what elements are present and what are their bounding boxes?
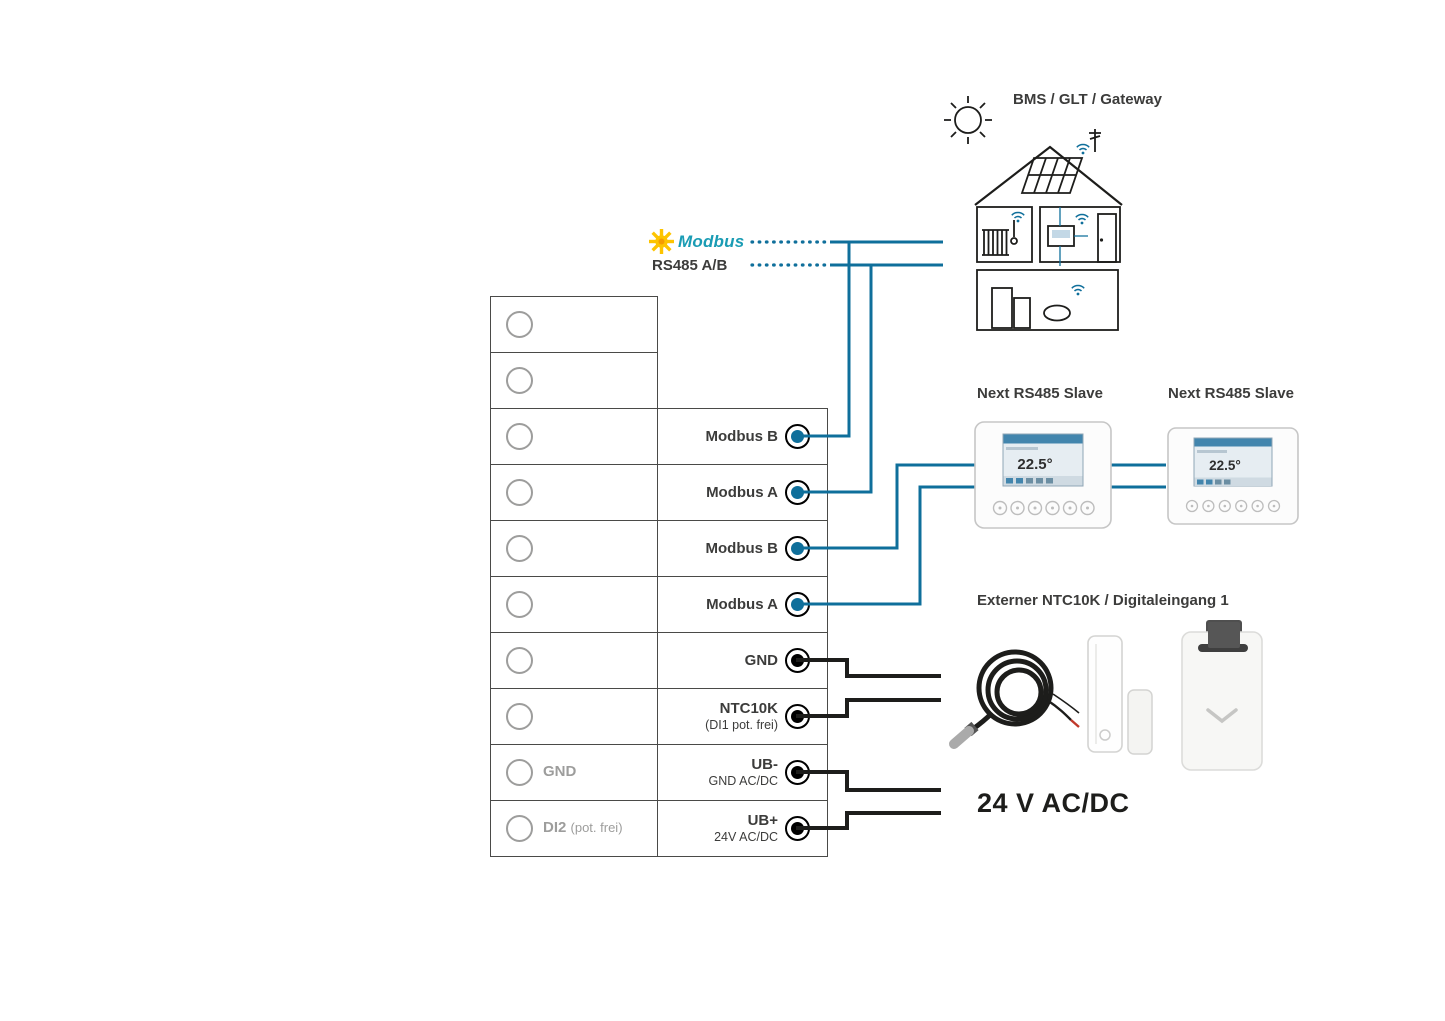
terminal-left-sublabel-di2: (pot. frei) bbox=[570, 820, 623, 836]
terminal-sublabel: GND AC/DC bbox=[708, 774, 778, 789]
terminal-row-left-5 bbox=[490, 520, 658, 577]
modbus-logo-text: Modbus bbox=[678, 231, 745, 251]
terminal-label: UB- bbox=[751, 756, 778, 774]
terminal-dot-modbus-a-2 bbox=[785, 592, 810, 617]
terminal-left-label-di2: DI2 bbox=[543, 819, 567, 837]
terminal-row-left-7 bbox=[490, 632, 658, 689]
terminal-row-modbus-a-2: Modbus A bbox=[657, 576, 828, 633]
thermostat-screen bbox=[1002, 433, 1084, 487]
sensors-label: Externer NTC10K / Digitaleingang 1 bbox=[977, 592, 1229, 609]
door-contact-sensor-icon bbox=[1087, 635, 1153, 755]
key-card-icon bbox=[1208, 622, 1240, 648]
terminal-label: GND bbox=[744, 651, 778, 669]
boiler-icon bbox=[991, 287, 1013, 329]
sensor-illustrations bbox=[949, 620, 1263, 771]
terminal-row-left-1 bbox=[490, 296, 658, 353]
house-outline bbox=[974, 129, 1123, 331]
terminal-row-ub-minus: UB- GND AC/DC bbox=[657, 744, 828, 801]
modbus-gear-icon bbox=[649, 229, 674, 254]
radiator-icon bbox=[982, 229, 1009, 256]
wifi-icon bbox=[1076, 143, 1090, 155]
screw-terminal-icon bbox=[506, 759, 533, 786]
screw-terminal-icon bbox=[506, 703, 533, 730]
room-controller-icon bbox=[1047, 225, 1075, 247]
terminal-label: NTC10K bbox=[719, 700, 778, 718]
terminal-row-left-2 bbox=[490, 352, 658, 409]
terminal-label: Modbus A bbox=[706, 483, 778, 501]
building-illustration bbox=[944, 96, 1123, 331]
key-card-holder-icon bbox=[1181, 620, 1263, 771]
terminal-sublabel: 24V AC/DC bbox=[714, 830, 778, 845]
rs485-label: RS485 A/B bbox=[652, 257, 728, 274]
touch-button-icons bbox=[992, 500, 1095, 516]
slave2-label: Next RS485 Slave bbox=[1168, 385, 1294, 402]
slave1-label: Next RS485 Slave bbox=[977, 385, 1103, 402]
thermostat-screen bbox=[1193, 437, 1273, 487]
terminal-dot-modbus-b-2 bbox=[785, 536, 810, 561]
terminal-dot-gnd bbox=[785, 648, 810, 673]
terminal-row-ntc10k: NTC10K (DI1 pot. frei) bbox=[657, 688, 828, 745]
modbus-logo: Modbus bbox=[648, 228, 744, 255]
screw-terminal-icon bbox=[506, 647, 533, 674]
terminal-row-ub-plus: UB+ 24V AC/DC bbox=[657, 800, 828, 857]
thermostat-temperature: 22.5° bbox=[1017, 456, 1052, 473]
terminal-row-left-8 bbox=[490, 688, 658, 745]
screw-terminal-icon bbox=[506, 423, 533, 450]
solar-panel-icon bbox=[1020, 157, 1084, 194]
terminal-dot-ub-minus bbox=[785, 760, 810, 785]
weather-station-icon bbox=[1089, 129, 1101, 152]
wifi-icon bbox=[1071, 284, 1085, 296]
screw-terminal-icon bbox=[506, 815, 533, 842]
terminal-row-modbus-a-1: Modbus A bbox=[657, 464, 828, 521]
terminal-row-left-6 bbox=[490, 576, 658, 633]
thermostat-temperature: 22.5° bbox=[1209, 458, 1241, 473]
thermostat-device-1: 22.5° bbox=[974, 421, 1112, 529]
terminal-dot-ntc10k bbox=[785, 704, 810, 729]
thermometer-icon bbox=[1010, 237, 1018, 245]
door-icon bbox=[1097, 213, 1117, 263]
sun-icon bbox=[944, 96, 992, 144]
bms-label: BMS / GLT / Gateway bbox=[1013, 91, 1162, 108]
wifi-icon bbox=[1075, 213, 1089, 225]
gateway-device-icon bbox=[1043, 304, 1071, 322]
terminal-label: UB+ bbox=[747, 812, 778, 830]
supply-voltage-label: 24 V AC/DC bbox=[977, 788, 1130, 818]
terminal-label: Modbus A bbox=[706, 595, 778, 613]
wifi-icon bbox=[1011, 211, 1025, 223]
terminal-sublabel: (DI1 pot. frei) bbox=[705, 718, 778, 733]
thermostat-device-2: 22.5° bbox=[1167, 427, 1299, 525]
terminal-row-left-gnd: GND bbox=[490, 744, 658, 801]
screw-terminal-icon bbox=[506, 591, 533, 618]
terminal-dot-modbus-a-1 bbox=[785, 480, 810, 505]
terminal-label: Modbus B bbox=[705, 427, 779, 445]
screw-terminal-icon bbox=[506, 479, 533, 506]
ntc10k-probe-icon bbox=[967, 649, 1054, 735]
terminal-row-modbus-b-1: Modbus B bbox=[657, 408, 828, 465]
touch-button-icons bbox=[1185, 499, 1281, 513]
terminal-dot-ub-plus bbox=[785, 816, 810, 841]
internal-bus-lines bbox=[1059, 207, 1088, 266]
terminal-row-left-3 bbox=[490, 408, 658, 465]
terminal-row-left-4 bbox=[490, 464, 658, 521]
terminal-row-left-di2: DI2 (pot. frei) bbox=[490, 800, 658, 857]
screw-terminal-icon bbox=[506, 535, 533, 562]
terminal-row-modbus-b-2: Modbus B bbox=[657, 520, 828, 577]
screw-terminal-icon bbox=[506, 367, 533, 394]
terminal-row-gnd: GND bbox=[657, 632, 828, 689]
terminal-label: Modbus B bbox=[705, 539, 779, 557]
terminal-left-label-gnd: GND bbox=[543, 763, 577, 781]
terminal-dot-modbus-b-1 bbox=[785, 424, 810, 449]
screw-terminal-icon bbox=[506, 311, 533, 338]
